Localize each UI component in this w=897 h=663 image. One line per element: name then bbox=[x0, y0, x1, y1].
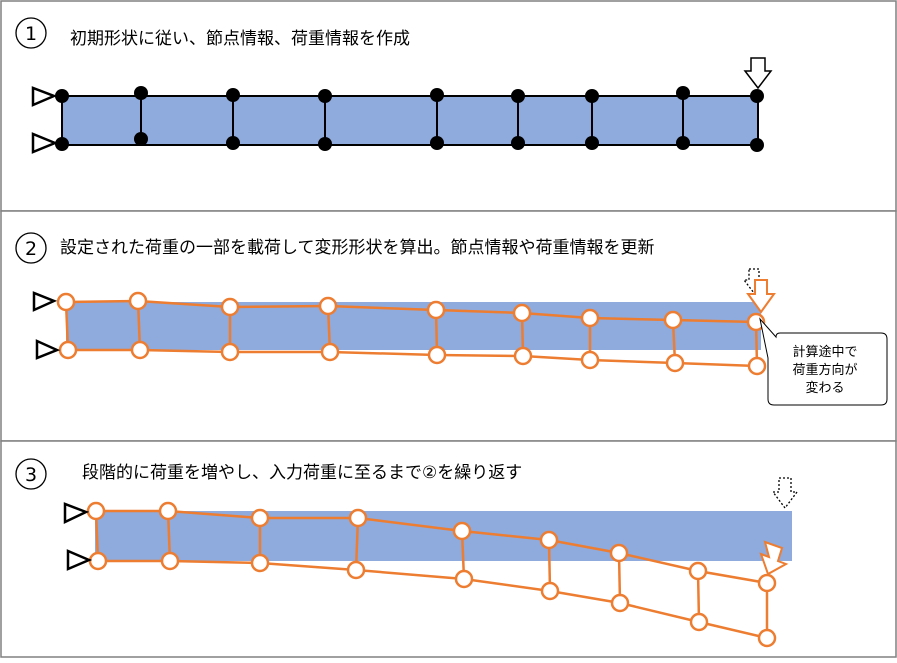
node-black bbox=[585, 89, 599, 103]
node-open bbox=[128, 291, 148, 311]
support-bottom-icon bbox=[31, 132, 59, 154]
updated-load-arrow-icon bbox=[746, 279, 776, 314]
node-open bbox=[426, 300, 446, 320]
support-top-icon bbox=[31, 86, 58, 107]
step-number: 1 bbox=[25, 23, 37, 45]
step-number: 2 bbox=[25, 238, 37, 260]
node-black bbox=[676, 86, 690, 100]
callout-line-3: 変わる bbox=[805, 380, 844, 396]
node-black bbox=[430, 88, 444, 102]
node-open bbox=[663, 310, 683, 330]
pin-supports bbox=[32, 291, 61, 360]
node-open bbox=[220, 342, 240, 362]
callout-line-1: 計算途中で bbox=[792, 344, 857, 360]
node-open bbox=[688, 561, 708, 581]
nodes bbox=[55, 86, 764, 152]
node-open bbox=[320, 342, 340, 362]
support-top-icon bbox=[63, 502, 90, 524]
step-caption: 段階的に荷重を増やし、入力荷重に至るまで②を繰り返す bbox=[82, 463, 522, 483]
panel-step-2: 2 設定された荷重の一部を載荷して変形形状を算出。節点情報や荷重情報を更新 計算… bbox=[0, 210, 897, 442]
node-open bbox=[158, 501, 178, 521]
support-bottom-icon bbox=[66, 549, 93, 571]
node-open bbox=[58, 340, 78, 360]
node-black bbox=[318, 89, 332, 103]
node-black bbox=[750, 138, 764, 152]
panel-step-1: 1 初期形状に従い、節点情報、荷重情報を作成 bbox=[0, 0, 897, 212]
pin-supports bbox=[63, 502, 93, 571]
node-open bbox=[160, 551, 180, 571]
node-black bbox=[55, 137, 69, 151]
node-open bbox=[665, 353, 685, 373]
node-open bbox=[513, 346, 533, 366]
callout-note: 計算途中で 荷重方向が 変わる bbox=[759, 317, 888, 406]
node-open bbox=[346, 560, 366, 580]
support-bottom-icon bbox=[35, 339, 61, 360]
step-number-circle bbox=[15, 17, 47, 49]
node-open bbox=[539, 530, 559, 550]
node-black bbox=[676, 136, 690, 150]
node-open bbox=[250, 553, 270, 573]
node-black bbox=[750, 89, 764, 103]
deformed-nodes bbox=[86, 501, 777, 648]
node-black bbox=[430, 136, 444, 150]
node-open bbox=[746, 312, 766, 332]
support-top-icon bbox=[32, 291, 58, 312]
initial-beam bbox=[61, 95, 759, 146]
node-black bbox=[318, 137, 332, 151]
node-open bbox=[348, 508, 368, 528]
step-number: 3 bbox=[25, 464, 37, 486]
original-beam-shape bbox=[95, 511, 792, 561]
node-open bbox=[86, 501, 106, 521]
callout-bubble bbox=[759, 317, 888, 406]
step-number-circle bbox=[15, 458, 47, 490]
node-open bbox=[540, 581, 560, 601]
step-caption: 設定された荷重の一部を載荷して変形形状を算出。節点情報や荷重情報を更新 bbox=[60, 238, 655, 258]
node-black bbox=[585, 136, 599, 150]
node-open bbox=[427, 345, 447, 365]
panel-step-3: 3 段階的に荷重を増やし、入力荷重に至るまで②を繰り返す bbox=[0, 440, 897, 658]
deformed-nodes bbox=[56, 291, 767, 376]
node-black bbox=[55, 89, 69, 103]
node-open bbox=[747, 356, 767, 376]
node-open bbox=[610, 593, 630, 613]
node-open bbox=[757, 628, 777, 648]
node-open bbox=[130, 340, 150, 360]
pin-supports bbox=[31, 86, 59, 154]
step-number-circle bbox=[15, 232, 47, 264]
node-open bbox=[609, 543, 629, 563]
node-open bbox=[56, 292, 76, 312]
node-open bbox=[580, 350, 600, 370]
step-caption: 初期形状に従い、節点情報、荷重情報を作成 bbox=[70, 29, 410, 49]
node-open bbox=[454, 569, 474, 589]
element-boundaries bbox=[140, 93, 684, 144]
node-open bbox=[250, 508, 270, 528]
node-open bbox=[318, 296, 338, 316]
node-open bbox=[220, 297, 240, 317]
node-open bbox=[452, 521, 472, 541]
node-open bbox=[88, 551, 108, 571]
updated-load-arrow-icon bbox=[759, 540, 789, 576]
node-open bbox=[689, 612, 709, 632]
node-open bbox=[512, 303, 532, 323]
node-black bbox=[511, 136, 525, 150]
load-arrow-icon bbox=[743, 57, 773, 90]
node-black bbox=[226, 88, 240, 102]
node-black bbox=[134, 86, 148, 100]
node-black bbox=[511, 89, 525, 103]
node-black bbox=[226, 136, 240, 150]
callout-line-2: 荷重方向が bbox=[792, 362, 857, 378]
node-open bbox=[757, 573, 777, 593]
node-open bbox=[580, 308, 600, 328]
node-black bbox=[134, 132, 148, 146]
original-load-arrow-icon bbox=[771, 477, 799, 510]
